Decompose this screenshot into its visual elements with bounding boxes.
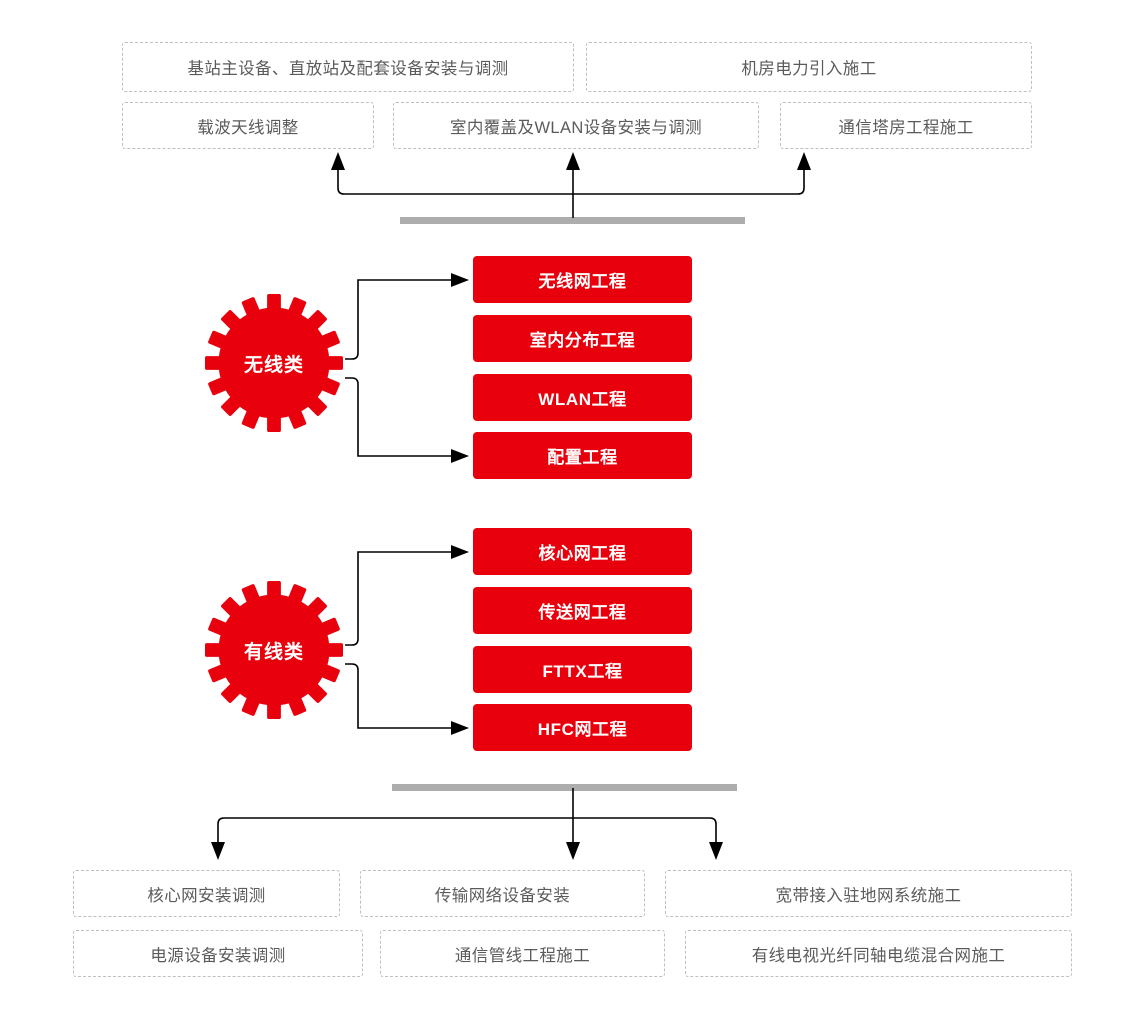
outcome-box-bottom-3[interactable]: 宽带接入驻地网系统施工 xyxy=(665,870,1072,917)
gear-icon xyxy=(205,294,343,432)
service-box-label: 传送网工程 xyxy=(538,603,627,622)
service-box-label: 配置工程 xyxy=(547,448,618,467)
outcome-box-top-5[interactable]: 通信塔房工程施工 xyxy=(780,102,1032,149)
service-box-label: WLAN工程 xyxy=(538,390,627,409)
arrowhead-wired-upper xyxy=(451,545,469,559)
service-box-label: HFC网工程 xyxy=(537,720,628,739)
outcome-box-label: 室内覆盖及WLAN设备安装与调测 xyxy=(449,118,703,137)
service-box-label: 核心网工程 xyxy=(538,544,627,563)
service-box-label: 无线网工程 xyxy=(538,272,627,291)
outcome-box-label: 通信管线工程施工 xyxy=(454,946,591,965)
connector-top-right-branch xyxy=(797,170,805,195)
service-box-wireless-1[interactable]: 无线网工程 xyxy=(473,256,692,303)
service-box-label: FTTX工程 xyxy=(542,662,623,681)
outcome-box-label: 传输网络设备安装 xyxy=(434,886,571,905)
arrowhead-up-right xyxy=(797,152,811,170)
service-box-wired-1[interactable]: 核心网工程 xyxy=(473,528,692,575)
arrowhead-up-center xyxy=(566,152,580,170)
separator-bar-bottom xyxy=(392,784,737,791)
outcome-box-bottom-4[interactable]: 电源设备安装调测 xyxy=(73,930,363,977)
connector-bottom-left-branch xyxy=(217,817,225,842)
arrowhead-up-left xyxy=(331,152,345,170)
outcome-box-label: 宽带接入驻地网系统施工 xyxy=(775,886,962,905)
service-box-wired-2[interactable]: 传送网工程 xyxy=(473,587,692,634)
outcome-box-label: 通信塔房工程施工 xyxy=(838,118,974,137)
separator-bar-top xyxy=(400,217,745,224)
gear-wired[interactable]: 有线类 xyxy=(199,575,349,725)
outcome-box-label: 基站主设备、直放站及配套设备安装与调测 xyxy=(187,60,509,78)
outcome-box-top-4[interactable]: 室内覆盖及WLAN设备安装与调测 xyxy=(393,102,759,149)
connector-top-left-branch xyxy=(337,170,345,195)
service-box-wired-3[interactable]: FTTX工程 xyxy=(473,646,692,693)
outcome-box-top-1[interactable]: 基站主设备、直放站及配套设备安装与调测 xyxy=(122,42,574,92)
arrowhead-wired-lower xyxy=(451,721,469,735)
connector-wireless-lower xyxy=(345,377,452,457)
service-box-wireless-3[interactable]: WLAN工程 xyxy=(473,374,692,421)
outcome-box-top-2[interactable]: 机房电力引入施工 xyxy=(586,42,1032,92)
outcome-box-bottom-5[interactable]: 通信管线工程施工 xyxy=(380,930,665,977)
arrowhead-down-center xyxy=(566,842,580,860)
outcome-box-bottom-6[interactable]: 有线电视光纤同轴电缆混合网施工 xyxy=(685,930,1072,977)
arrowhead-down-left xyxy=(211,842,225,860)
outcome-box-bottom-1[interactable]: 核心网安装调测 xyxy=(73,870,340,917)
outcome-box-label: 有线电视光纤同轴电缆混合网施工 xyxy=(751,946,1006,965)
outcome-box-label: 电源设备安装调测 xyxy=(150,946,286,965)
service-box-wireless-2[interactable]: 室内分布工程 xyxy=(473,315,692,362)
outcome-box-top-3[interactable]: 载波天线调整 xyxy=(122,102,374,149)
service-box-label: 室内分布工程 xyxy=(529,331,636,350)
connector-wired-upper xyxy=(345,551,452,646)
connector-bottom-right-branch xyxy=(709,817,717,842)
connector-wireless-upper xyxy=(345,279,452,360)
service-box-wireless-4[interactable]: 配置工程 xyxy=(473,432,692,479)
outcome-box-label: 核心网安装调测 xyxy=(147,886,266,905)
outcome-box-bottom-2[interactable]: 传输网络设备安装 xyxy=(360,870,645,917)
outcome-box-label: 机房电力引入施工 xyxy=(741,60,877,78)
arrowhead-wireless-lower xyxy=(451,449,469,463)
gear-wireless[interactable]: 无线类 xyxy=(199,288,349,438)
connector-wired-lower xyxy=(345,663,452,729)
arrowhead-down-right xyxy=(709,842,723,860)
gear-icon xyxy=(205,581,343,719)
service-box-wired-4[interactable]: HFC网工程 xyxy=(473,704,692,751)
outcome-box-label: 载波天线调整 xyxy=(197,118,299,137)
arrowhead-wireless-upper xyxy=(451,273,469,287)
